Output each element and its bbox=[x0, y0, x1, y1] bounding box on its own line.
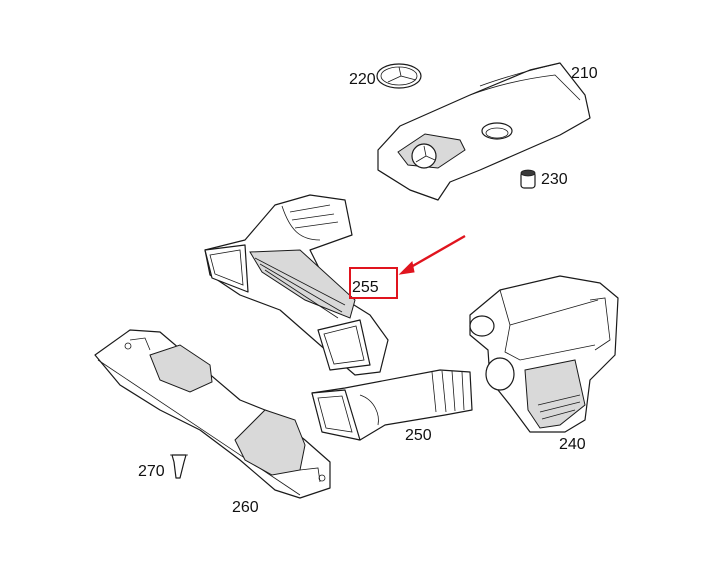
emblem-star-part bbox=[376, 63, 422, 89]
engine-cover-part bbox=[377, 62, 591, 201]
cover-panel-part bbox=[94, 329, 331, 499]
intake-duct-part bbox=[204, 194, 389, 376]
callout-arrow bbox=[398, 234, 466, 275]
label-255: 255 bbox=[352, 279, 379, 296]
air-filter-housing-part bbox=[469, 275, 619, 433]
label-240: 240 bbox=[559, 436, 586, 453]
label-210: 210 bbox=[571, 65, 598, 82]
label-260: 260 bbox=[232, 499, 259, 516]
label-270: 270 bbox=[138, 463, 165, 480]
label-250: 250 bbox=[405, 427, 432, 444]
intake-hose-part bbox=[311, 369, 473, 441]
clip-part bbox=[170, 454, 188, 479]
label-230: 230 bbox=[541, 171, 568, 188]
grommet-part bbox=[520, 169, 536, 189]
highlight-box bbox=[349, 267, 398, 299]
label-220: 220 bbox=[349, 71, 376, 88]
